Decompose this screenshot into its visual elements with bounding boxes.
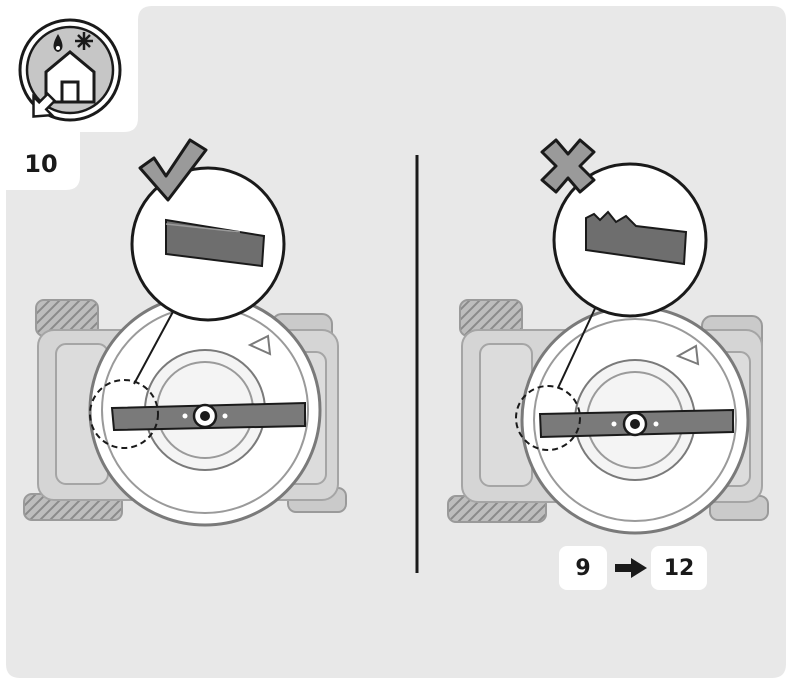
page-reference: 9 12 [559, 546, 707, 590]
step-number: 10 [8, 144, 74, 184]
indoor-storage-icon [20, 20, 120, 125]
reference-to-step: 12 [651, 546, 707, 590]
reference-from-step: 9 [559, 546, 607, 590]
arrow-right-icon [615, 558, 647, 578]
